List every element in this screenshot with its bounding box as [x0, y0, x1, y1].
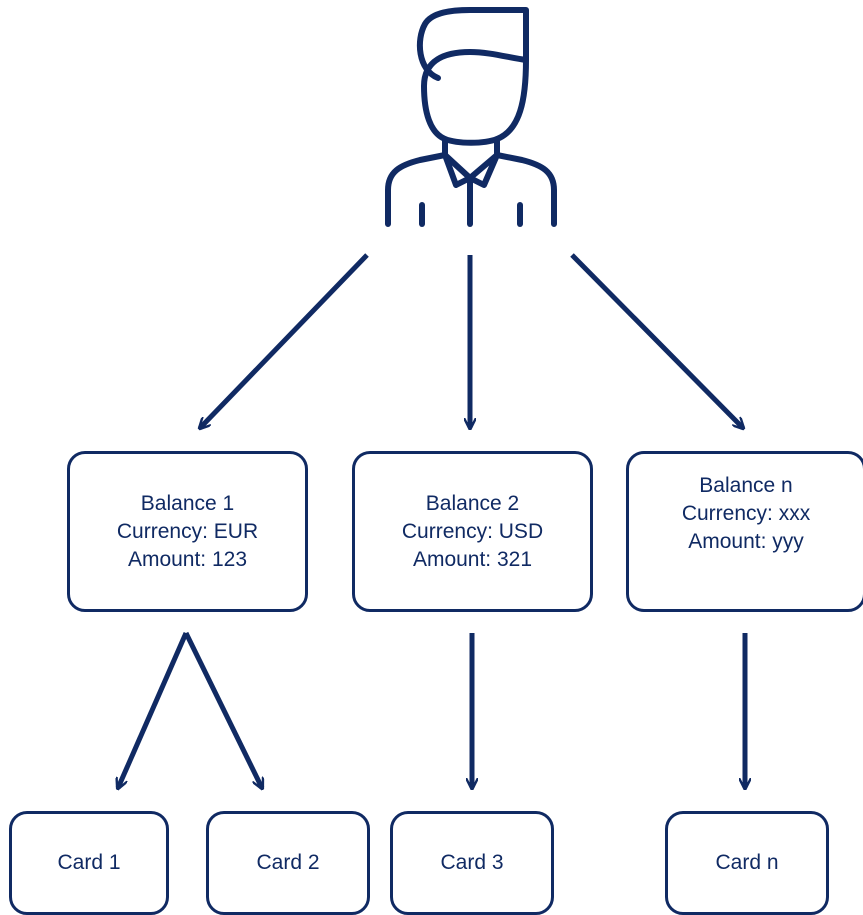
card-label: Card 2	[256, 851, 320, 874]
balance-box-1: Balance 1 Currency: EUR Amount: 123	[67, 451, 308, 612]
arrow-balance-1-card-2	[183, 631, 265, 788]
balance-box-2: Balance 2 Currency: USD Amount: 321	[352, 451, 593, 612]
balance-title: Balance n	[699, 473, 793, 497]
card-box-2: Card 2	[206, 811, 370, 915]
balance-currency: Currency: USD	[401, 519, 544, 543]
card-box-3: Card 3	[390, 811, 554, 915]
card-label: Card 3	[440, 851, 504, 874]
balance-currency: Currency: xxx	[681, 501, 811, 525]
balance-title: Balance 1	[140, 491, 235, 515]
balance-title: Balance 2	[425, 491, 520, 515]
card-label: Card 1	[57, 851, 121, 874]
user-icon	[385, 7, 557, 227]
balance-currency: Currency: EUR	[116, 519, 259, 543]
balance-amount: Amount: yyy	[688, 529, 804, 553]
card-box-n: Card n	[665, 811, 829, 915]
arrow-user-balance-1	[200, 253, 369, 428]
card-box-1: Card 1	[9, 811, 169, 915]
balance-box-n: Balance n Currency: xxx Amount: yyy	[626, 451, 863, 612]
arrow-balance-1-card-1	[118, 631, 189, 788]
balance-amount: Amount: 123	[127, 547, 248, 571]
arrow-user-balance-n	[570, 253, 743, 428]
card-label: Card n	[715, 851, 779, 874]
balance-amount: Amount: 321	[412, 547, 533, 571]
